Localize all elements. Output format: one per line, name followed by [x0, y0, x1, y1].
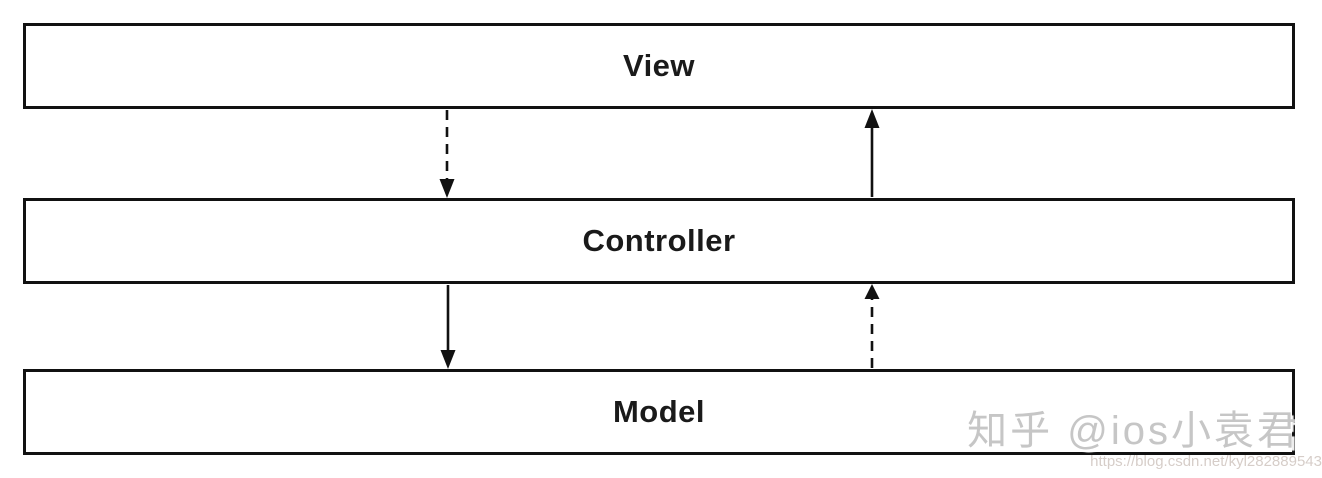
arrow-controller-to-model	[440, 285, 456, 369]
arrow-model-to-controller	[864, 284, 880, 368]
view-box-label: View	[622, 48, 696, 83]
controller-box: Controller	[23, 198, 1295, 284]
csdn-url-watermark: https://blog.csdn.net/kyl282889543	[1090, 453, 1322, 470]
arrow-controller-to-view	[864, 109, 880, 197]
controller-box-label: Controller	[582, 223, 736, 258]
zhihu-watermark: 知乎 @ios小袁君	[967, 409, 1300, 453]
model-box-label: Model	[612, 394, 706, 429]
model-box: Model	[23, 369, 1295, 455]
arrow-view-to-controller	[439, 110, 455, 198]
view-box: View	[23, 23, 1295, 109]
